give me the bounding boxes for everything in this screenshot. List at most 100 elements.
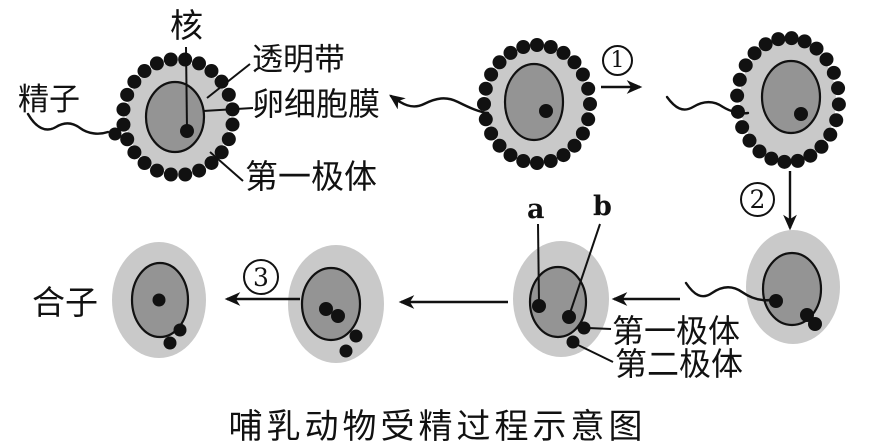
membrane-pointer-line	[202, 107, 254, 112]
oocyte-stage1-corona-dot	[137, 156, 152, 171]
diagram-caption: 哺乳动物受精过程示意图	[228, 407, 647, 441]
pronuclei-stage-egg-membrane	[300, 266, 362, 342]
oocyte-stage3-corona-dot	[784, 31, 799, 46]
oocyte-stage3-corona-dot	[790, 153, 805, 168]
oocyte-stage4-nucleus-dot	[808, 317, 822, 331]
step-2-number: 2	[749, 185, 766, 214]
oocyte-stage1-egg-membrane	[144, 80, 206, 154]
oocyte-stage3-corona-dot	[771, 32, 786, 47]
oocyte-stage3-corona-dot	[814, 139, 829, 154]
oocyte-stage1-corona-dot	[204, 155, 219, 170]
oocyte-stage2-corona-dot	[477, 97, 491, 111]
oocyte-stage1-corona-dot	[192, 56, 207, 71]
oocyte-stage1-corona-dot	[149, 56, 164, 71]
zona-pellucida-label: 透明带	[252, 42, 345, 78]
oocyte-stage1-corona-dot	[178, 167, 193, 182]
oocyte-stage1-corona-dot	[192, 163, 207, 178]
oocyte-stage2-corona-dot	[581, 81, 596, 96]
oocyte-stage3-corona-dot	[831, 81, 846, 96]
oocyte-stage5-nucleus-dot	[532, 299, 546, 313]
nucleus-label: 核	[170, 6, 203, 45]
zygote-label: 合子	[32, 283, 98, 322]
sperm-approaching-tail	[26, 112, 110, 135]
step-3-number: 3	[253, 262, 269, 292]
oocyte-stage3-egg-membrane	[760, 59, 822, 135]
nucleus-pointer-line	[185, 46, 188, 130]
oocyte-stage2-corona-dot	[492, 55, 507, 70]
oocyte-stage3-corona-dot	[831, 97, 846, 112]
oocyte-stage1-corona-dot	[163, 167, 178, 182]
oocyte-stage2-corona-dot	[516, 40, 531, 55]
oocyte-stage3-corona-dot	[735, 120, 750, 135]
oocyte-stage2-corona-dot	[556, 45, 571, 60]
sperm-tail-entering-tail	[665, 95, 750, 115]
oocyte-stage2-corona-dot	[575, 126, 590, 141]
oocyte-stage2-corona-dot	[516, 153, 531, 168]
first-polar-body-top-label: 第一极体	[245, 157, 377, 196]
oocyte-stage1-nucleus-dot	[180, 124, 194, 138]
oocyte-stage5-nucleus-dot	[566, 335, 580, 349]
oocyte-stage2-corona-dot	[556, 148, 571, 163]
oocyte-stage3-corona-dot	[797, 34, 812, 49]
sperm-at-zona-tail	[389, 94, 490, 115]
oocyte-stage1-corona-dot	[204, 63, 219, 78]
egg-membrane-label: 卵细胞膜	[252, 85, 381, 123]
oocyte-stage1-corona-dot	[163, 52, 178, 67]
first-polar-bottom-pointer-line	[587, 327, 612, 330]
oocyte-stage2-corona-dot	[478, 81, 493, 96]
oocyte-stage1-corona-dot	[225, 117, 240, 132]
oocyte-stage3-corona-dot	[803, 148, 818, 163]
oocyte-stage3-corona-dot	[747, 46, 762, 61]
second-polar-pointer-line	[575, 343, 614, 363]
step-1-number: 1	[610, 48, 625, 73]
oocyte-stage2-corona-dot	[583, 97, 597, 111]
oocyte-stage2-corona-dot	[503, 148, 518, 163]
zygote-cell-nucleus-dot	[163, 336, 177, 350]
zygote-cell-nucleus-dot	[173, 323, 187, 337]
oocyte-stage2-corona-dot	[484, 126, 499, 141]
zygote-cell-nucleus-dot	[152, 293, 166, 307]
first-polar-body-label: 第一极体	[612, 312, 741, 350]
oocyte-stage1-corona-dot	[149, 163, 164, 178]
oocyte-stage1-corona-dot	[116, 102, 131, 117]
oocyte-stage3-corona-dot	[809, 41, 824, 56]
oocyte-stage3-corona-dot	[732, 72, 747, 87]
b-pointer-line	[569, 223, 601, 314]
step-3-badge: 3	[243, 259, 279, 295]
pronuclei-stage-nucleus-dot	[319, 302, 333, 316]
oocyte-stage2-corona-dot	[478, 112, 493, 127]
oocyte-stage5-nucleus-dot	[577, 321, 591, 335]
oocyte-stage3-corona-dot	[819, 52, 834, 67]
pronuclei-stage-nucleus-dot	[339, 344, 353, 358]
sperm-label: 精子	[18, 82, 80, 118]
oocyte-stage3-corona-dot	[777, 154, 792, 169]
oocyte-stage2-corona-dot	[543, 40, 558, 55]
oocyte-stage2-corona-dot	[503, 45, 518, 60]
oocyte-stage3-corona-dot	[764, 151, 779, 166]
oocyte-stage1-corona-dot	[214, 74, 229, 89]
oocyte-stage3-nucleus-dot	[794, 107, 808, 121]
oocyte-stage2-corona-dot	[492, 138, 507, 153]
sperm-tail-inside-tail	[684, 281, 773, 302]
zona-pointer-line	[206, 63, 251, 99]
oocyte-stage3-corona-dot	[752, 144, 767, 159]
oocyte-stage3-corona-dot	[823, 127, 838, 142]
oocyte-stage1-corona-dot	[116, 117, 131, 132]
step-1-badge: 1	[602, 45, 633, 76]
first-polar-top-pointer-line	[209, 151, 244, 182]
second-polar-body-label: 第二极体	[615, 345, 744, 383]
oocyte-stage2-corona-dot	[567, 55, 582, 70]
step-2-badge: 2	[740, 182, 775, 217]
oocyte-stage1-corona-dot	[221, 87, 236, 102]
oocyte-stage1-corona-dot	[127, 74, 142, 89]
oocyte-stage1-corona-dot	[221, 132, 236, 147]
oocyte-stage4-nucleus-dot	[800, 308, 814, 322]
oocyte-stage2-corona-dot	[567, 138, 582, 153]
oocyte-stage2-egg-membrane	[503, 62, 565, 142]
oocyte-stage4-nucleus-dot	[769, 294, 783, 308]
sperm-approaching-head	[108, 127, 122, 141]
oocyte-stage3-corona-dot	[738, 58, 753, 73]
oocyte-stage2-corona-dot	[575, 67, 590, 82]
oocyte-stage2-corona-dot	[581, 112, 596, 127]
oocyte-stage1-corona-dot	[120, 87, 135, 102]
